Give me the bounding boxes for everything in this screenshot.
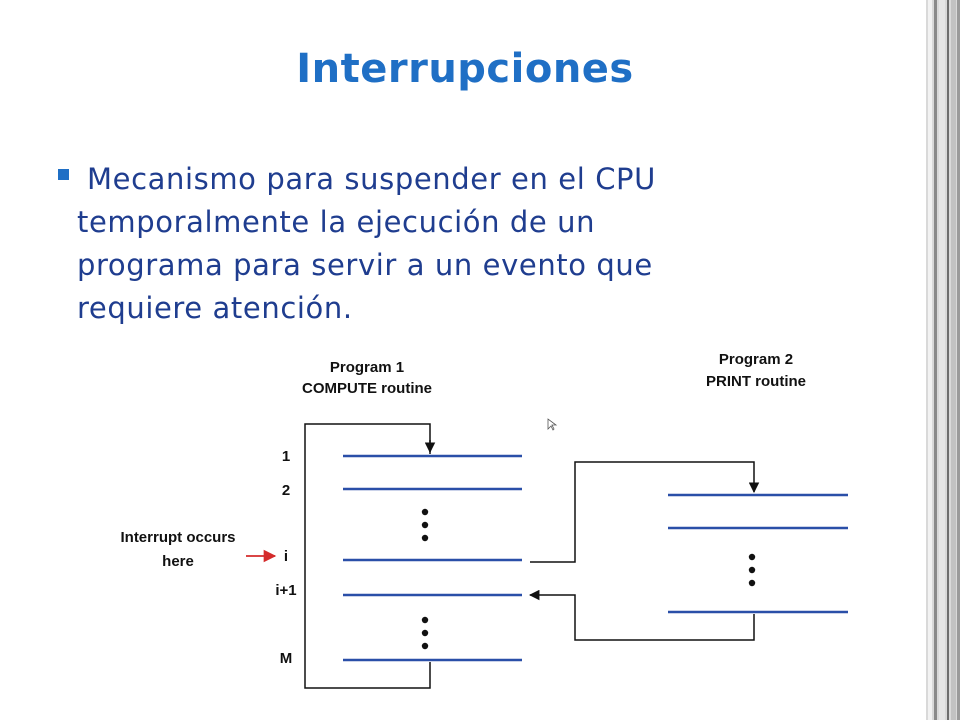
jump-to-handler-arrow <box>530 461 760 563</box>
bullet-text: Mecanismo para suspender en el CPU tempo… <box>58 158 818 330</box>
bullet-line-4: requiere atención. <box>77 291 353 325</box>
ellipsis-dots-handler <box>748 553 756 587</box>
square-bullet-icon <box>58 169 69 180</box>
program1-loop-line <box>304 423 431 689</box>
decorative-edge <box>926 0 960 720</box>
bullet-point: Mecanismo para suspender en el CPU tempo… <box>58 158 818 330</box>
mouse-pointer-icon <box>547 418 558 431</box>
row-label-1: 1 <box>282 448 290 465</box>
program1-title: Program 1 <box>330 359 404 376</box>
interrupt-label-line1: Interrupt occurs <box>120 529 235 546</box>
bullet-line-1: Mecanismo para suspender en el CPU <box>87 162 656 196</box>
program2-subtitle: PRINT routine <box>706 373 806 390</box>
program2-title: Program 2 <box>719 351 793 368</box>
interrupt-label-line2: here <box>162 553 194 570</box>
ellipsis-dots-lower <box>421 616 429 650</box>
bullet-line-2: temporalmente la ejecución de un <box>77 205 596 239</box>
return-arrow <box>528 589 755 641</box>
bullet-line-3: programa para servir a un evento que <box>77 248 653 282</box>
row-label-i: i <box>284 548 288 565</box>
row-label-m: M <box>280 650 293 667</box>
slide-title: Interrupciones <box>296 46 634 92</box>
program1-subtitle: COMPUTE routine <box>302 380 432 397</box>
row-label-2: 2 <box>282 482 290 499</box>
row-label-i-plus-1: i+1 <box>275 582 296 599</box>
ellipsis-dots-upper <box>421 508 429 542</box>
